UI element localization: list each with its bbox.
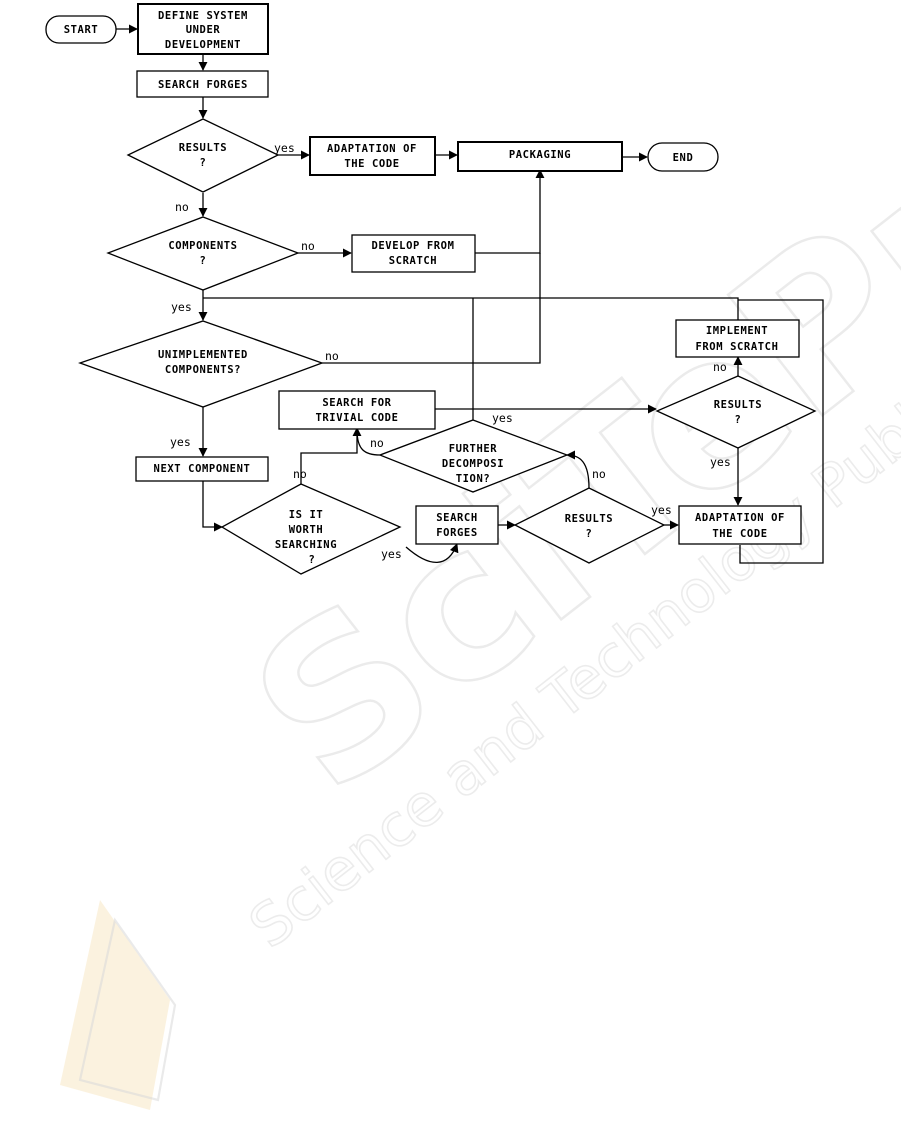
unimplemented-decision: UNIMPLEMENTED COMPONENTS? [78,320,324,408]
svg-text:UNIMPLEMENTED: UNIMPLEMENTED [158,349,248,361]
svg-text:RESULTS: RESULTS [565,513,613,525]
svg-text:END: END [673,152,694,164]
adaptation-bottom-box: ADAPTATION OF THE CODE [678,505,802,545]
results-top-decision: RESULTS ? [126,118,280,193]
label-unimplemented-no: no [325,349,339,363]
svg-text:THE CODE: THE CODE [712,528,767,540]
nodes: START DEFINE SYSTEM UNDER DEVELOPMENT SE… [45,3,817,575]
svg-text:TRIVIAL CODE: TRIVIAL CODE [315,412,398,424]
label-results-top-yes: yes [274,141,295,155]
svg-text:SEARCH FOR: SEARCH FOR [322,397,391,409]
label-worth-yes: yes [381,547,402,561]
adaptation-top-box: ADAPTATION OF THE CODE [309,136,436,176]
svg-text:UNDER: UNDER [186,24,221,36]
label-further-no: no [370,436,384,450]
worth-searching-decision: IS IT WORTH SEARCHING ? [220,483,402,575]
svg-text:SEARCHING: SEARCHING [275,539,337,551]
label-components-no: no [301,239,315,253]
svg-text:START: START [64,24,99,36]
label-components-yes: yes [171,300,192,314]
components-decision: COMPONENTS ? [106,216,300,291]
svg-text:FROM SCRATCH: FROM SCRATCH [695,341,778,353]
further-decomposition-decision: FURTHER DECOMPOSI TION? [378,419,569,493]
svg-text:SEARCH: SEARCH [436,512,478,524]
svg-text:WORTH: WORTH [289,524,324,536]
start-terminal: START [45,15,117,44]
svg-text:DECOMPOSI: DECOMPOSI [442,458,504,470]
packaging-box: PACKAGING [457,141,623,172]
svg-text:SCRATCH: SCRATCH [389,255,437,267]
svg-text:?: ? [200,157,207,169]
svg-text:COMPONENTS: COMPONENTS [168,240,237,252]
svg-text:IMPLEMENT: IMPLEMENT [706,325,768,337]
svg-text:NEXT COMPONENT: NEXT COMPONENT [154,463,251,475]
search-forges-top-box: SEARCH FORGES [136,70,269,98]
implement-scratch-box: IMPLEMENT FROM SCRATCH [675,319,800,358]
label-results-bottom-yes: yes [651,503,672,517]
connectors [116,24,824,564]
svg-text:?: ? [309,554,316,566]
end-terminal: END [647,142,719,172]
edge-labels: yes no no yes no yes no yes no yes no ye… [170,141,731,561]
next-component-box: NEXT COMPONENT [135,456,269,482]
svg-text:DEFINE SYSTEM: DEFINE SYSTEM [158,10,248,22]
label-worth-no: no [293,467,307,481]
label-further-yes: yes [492,411,513,425]
results-bottom-decision: RESULTS ? [513,487,666,564]
svg-text:FURTHER: FURTHER [449,443,498,455]
label-results-bottom-no: no [592,467,606,481]
svg-text:ADAPTATION OF: ADAPTATION OF [327,143,417,155]
svg-text:FORGES: FORGES [436,527,478,539]
search-forges-bottom-box: SEARCH FORGES [415,505,499,545]
define-system-box: DEFINE SYSTEM UNDER DEVELOPMENT [137,3,269,55]
svg-text:THE CODE: THE CODE [344,158,399,170]
svg-text:SEARCH FORGES: SEARCH FORGES [158,79,248,91]
svg-text:?: ? [586,528,593,540]
svg-text:RESULTS: RESULTS [714,399,762,411]
svg-text:DEVELOPMENT: DEVELOPMENT [165,39,241,51]
watermark-emblem [60,900,177,1110]
svg-text:IS IT: IS IT [289,509,324,521]
svg-text:COMPONENTS?: COMPONENTS? [165,364,241,376]
label-results-right-no: no [713,360,727,374]
results-right-decision: RESULTS ? [655,375,817,449]
label-results-right-yes: yes [710,455,731,469]
develop-scratch-box: DEVELOP FROM SCRATCH [351,234,476,273]
svg-text:PACKAGING: PACKAGING [509,149,571,161]
svg-text:?: ? [200,255,207,267]
svg-text:DEVELOP FROM: DEVELOP FROM [371,240,454,252]
search-trivial-box: SEARCH FOR TRIVIAL CODE [278,390,436,430]
svg-text:?: ? [735,414,742,426]
label-results-top-no: no [175,200,189,214]
svg-text:ADAPTATION OF: ADAPTATION OF [695,512,785,524]
svg-text:TION?: TION? [456,473,491,485]
label-unimplemented-yes: yes [170,435,191,449]
svg-text:RESULTS: RESULTS [179,142,227,154]
